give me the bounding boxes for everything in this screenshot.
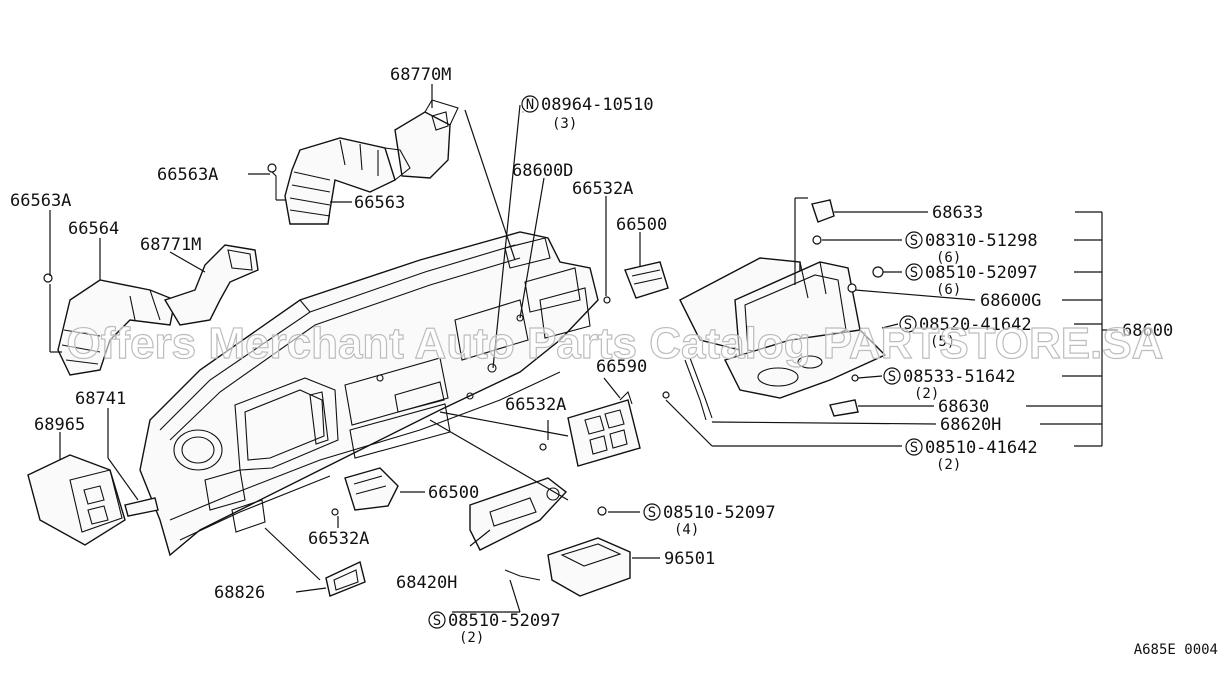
cover-68420H-drawing — [470, 478, 606, 550]
prefix-letter-08510-a: S — [910, 265, 918, 281]
lid-68826-drawing — [326, 562, 365, 596]
label-68633: 68633 — [932, 203, 983, 223]
prefix-letter-08964: N — [526, 97, 534, 113]
label-68826: 68826 — [214, 583, 265, 603]
vent-66500-top-drawing — [604, 262, 668, 303]
label-08964-10510: 08964-10510 — [541, 95, 654, 115]
label-08310-51298: 08310-51298 — [925, 231, 1038, 251]
drawing-code: A685E 0004 — [1134, 642, 1218, 658]
label-08510-41642: 08510-41642 — [925, 438, 1038, 458]
label-66532A-mid: 66532A — [505, 395, 566, 415]
ashtray-96501-drawing — [505, 538, 630, 596]
label-68630: 68630 — [938, 397, 989, 417]
label-68770M: 68770M — [390, 65, 451, 85]
label-68600D: 68600D — [512, 161, 573, 181]
duct-68770M-drawing — [395, 100, 458, 178]
label-66563A-mid: 66563A — [157, 165, 218, 185]
watermark-text: Offers Merchant Auto Parts Catalog PARTS… — [67, 319, 1164, 368]
label-66563A-left: 66563A — [10, 191, 71, 211]
label-68965: 68965 — [34, 415, 85, 435]
label-68771M: 68771M — [140, 235, 201, 255]
vent-66500-mid-drawing — [332, 468, 398, 515]
label-66500-mid: 66500 — [428, 483, 479, 503]
lighter-68741-drawing — [125, 498, 158, 516]
qty-08510-52097-b: (4) — [674, 522, 699, 538]
prefix-letter-08533: S — [888, 369, 896, 385]
prefix-letter-08510-c: S — [433, 613, 441, 629]
qty-08964: (3) — [552, 116, 577, 132]
label-66563: 66563 — [354, 193, 405, 213]
label-96501: 96501 — [664, 549, 715, 569]
label-08510-52097-c: 08510-52097 — [448, 611, 561, 631]
label-08510-52097-a: 08510-52097 — [925, 263, 1038, 283]
label-08533-51642: 08533-51642 — [903, 367, 1016, 387]
label-08510-52097-b: 08510-52097 — [663, 503, 776, 523]
label-66500-top: 66500 — [616, 215, 667, 235]
label-68600G: 68600G — [980, 291, 1041, 311]
label-68620H: 68620H — [940, 415, 1001, 435]
qty-08510-41642: (2) — [936, 457, 961, 473]
qty-08510-52097-a: (6) — [936, 282, 961, 298]
label-66532A-top: 66532A — [572, 179, 633, 199]
prefix-letter-08510-41642: S — [910, 440, 918, 456]
prefix-letter-08510-b: S — [648, 505, 656, 521]
prefix-letter-08310: S — [910, 233, 918, 249]
label-66532A-low: 66532A — [308, 529, 369, 549]
label-66564: 66564 — [68, 219, 119, 239]
label-68420H: 68420H — [396, 573, 457, 593]
label-68741: 68741 — [75, 389, 126, 409]
qty-08533: (2) — [914, 386, 939, 402]
qty-08510-52097-c: (2) — [459, 630, 484, 646]
switch-68965-drawing — [28, 455, 125, 545]
